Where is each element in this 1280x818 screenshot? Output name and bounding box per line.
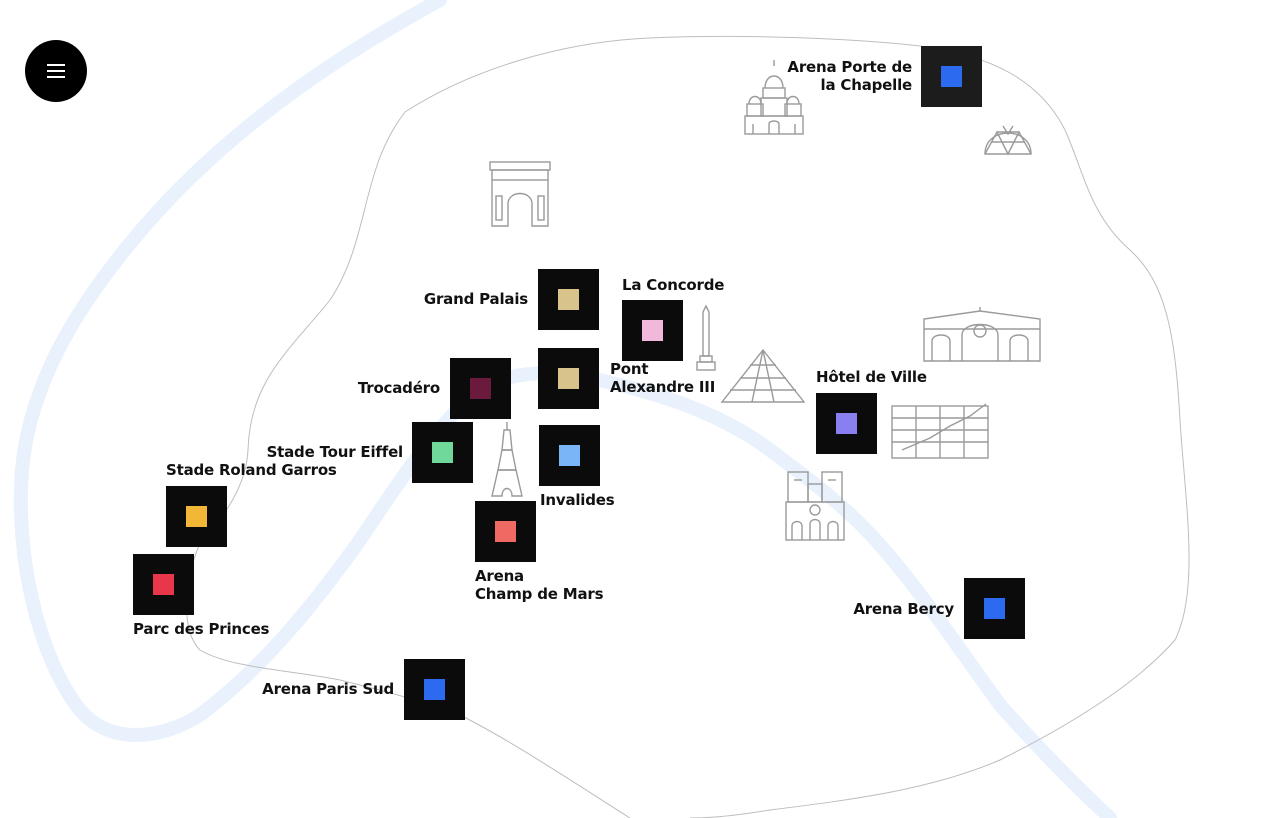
gare-icon [922, 305, 1042, 363]
venue-tile-stade-roland-garros[interactable] [166, 486, 227, 547]
venue-color-dot [432, 442, 453, 463]
pompidou-icon [890, 400, 990, 460]
venue-color-dot [836, 413, 857, 434]
venue-label-la-concorde[interactable]: La Concorde [622, 276, 725, 294]
venue-label-trocadero[interactable]: Trocadéro [357, 379, 440, 397]
venue-label-parc-des-princes[interactable]: Parc des Princes [133, 620, 270, 638]
venue-color-dot [470, 378, 491, 399]
venue-color-dot [984, 598, 1005, 619]
venue-color-dot [495, 521, 516, 542]
venue-label-invalides[interactable]: Invalides [540, 491, 615, 509]
hamburger-icon [47, 64, 65, 78]
venue-label-stade-tour-eiffel[interactable]: Stade Tour Eiffel [266, 443, 404, 461]
venue-tile-parc-des-princes[interactable] [133, 554, 194, 615]
city-boundary [186, 35, 1190, 818]
venue-label-arena-porte-de-la-chapelle[interactable]: Arena Porte de la Chapelle [787, 58, 912, 94]
menu-button[interactable] [25, 40, 87, 102]
venue-tile-arena-bercy[interactable] [964, 578, 1025, 639]
venue-color-dot [424, 679, 445, 700]
louvre-pyramid-icon [720, 348, 806, 404]
venue-color-dot [186, 506, 207, 527]
venue-label-hotel-de-ville[interactable]: Hôtel de Ville [816, 368, 927, 386]
venue-tile-arena-paris-sud[interactable] [404, 659, 465, 720]
venue-color-dot [153, 574, 174, 595]
venue-label-arena-bercy[interactable]: Arena Bercy [853, 600, 954, 618]
geode-icon [983, 120, 1033, 156]
eiffel-tower-icon [490, 420, 524, 498]
venue-tile-pont-alexandre-iii[interactable] [538, 348, 599, 409]
venue-color-dot [642, 320, 663, 341]
venue-color-dot [559, 445, 580, 466]
sacre-coeur-icon [743, 58, 805, 136]
venue-tile-arena-porte-de-la-chapelle[interactable] [921, 46, 982, 107]
venue-tile-invalides[interactable] [539, 425, 600, 486]
venue-color-dot [558, 289, 579, 310]
venue-tile-la-concorde[interactable] [622, 300, 683, 361]
obelisk-icon [695, 304, 717, 374]
venue-tile-grand-palais[interactable] [538, 269, 599, 330]
venue-label-grand-palais[interactable]: Grand Palais [423, 290, 528, 308]
venue-tile-hotel-de-ville[interactable] [816, 393, 877, 454]
notre-dame-icon [784, 470, 846, 542]
venue-label-stade-roland-garros[interactable]: Stade Roland Garros [166, 461, 337, 479]
venue-label-arena-paris-sud[interactable]: Arena Paris Sud [262, 680, 394, 698]
venue-tile-stade-tour-eiffel[interactable] [412, 422, 473, 483]
venue-tile-trocadero[interactable] [450, 358, 511, 419]
venue-tile-arena-champ-de-mars[interactable] [475, 501, 536, 562]
seine-river [13, 0, 1117, 818]
venue-label-pont-alexandre-iii[interactable]: Pont Alexandre III [610, 360, 716, 396]
venue-label-arena-champ-de-mars[interactable]: Arena Champ de Mars [475, 567, 604, 603]
venue-color-dot [941, 66, 962, 87]
arc-de-triomphe-icon [488, 160, 552, 228]
venue-color-dot [558, 368, 579, 389]
